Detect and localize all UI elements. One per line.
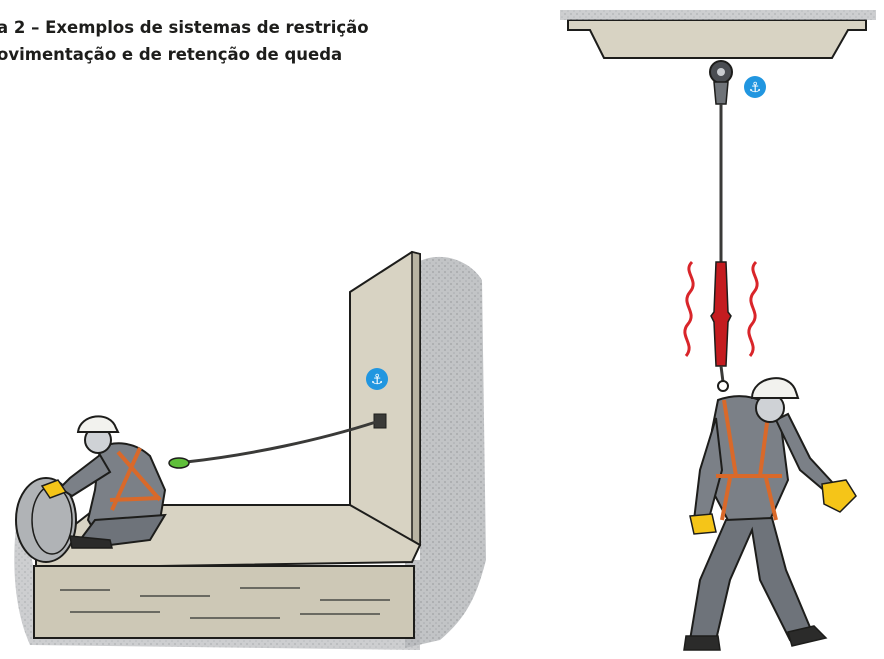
- tension-lines-right: [747, 260, 759, 357]
- worker-glove-right: [821, 479, 857, 513]
- worker-glove: [40, 479, 68, 499]
- vertical-wall: [349, 250, 421, 546]
- worker-boot: [69, 535, 113, 549]
- restraint-scene: ⚓: [14, 250, 486, 650]
- lanyard-absorber: [168, 457, 190, 469]
- kneeling-worker: [40, 415, 167, 549]
- wall-shadow: [405, 256, 486, 648]
- fall-arrest-scene: ⚓: [560, 10, 876, 651]
- worker-glove-left: [689, 513, 717, 535]
- restraint-lanyard: [185, 420, 377, 464]
- anchor-icon: ⚓: [749, 80, 762, 96]
- figure-caption-line-1: a 2 – Exemplos de sistemas de restrição: [0, 18, 369, 37]
- ledge-front: [33, 565, 415, 639]
- cutting-machine: [15, 477, 77, 563]
- figure-caption: a 2 – Exemplos de sistemas de restrição …: [0, 14, 369, 68]
- worker-helmet: [76, 415, 120, 433]
- worker-legs: [688, 516, 814, 642]
- harness-straps: [716, 399, 782, 521]
- worker-boots: [683, 625, 828, 651]
- tension-lines-left: [683, 260, 695, 357]
- ledge-texture: [60, 587, 390, 619]
- anchor-icon: ⚓: [371, 372, 384, 388]
- wall-anchor-badge: ⚓: [366, 368, 388, 390]
- shock-absorber: [710, 261, 732, 367]
- figure-caption-line-2: ovimentação e de retenção de queda: [0, 45, 343, 64]
- ceiling-anchor: [709, 60, 733, 105]
- lanyard-lower: [719, 365, 725, 383]
- wall-side: [411, 251, 421, 547]
- ceiling-shadow: [560, 10, 876, 20]
- worker-helmet: [750, 377, 800, 399]
- ceiling-anchor-badge: ⚓: [744, 76, 766, 98]
- wall-anchor-plate: [373, 413, 387, 429]
- harness-dorsal-ring: [717, 380, 729, 392]
- harness-straps: [109, 447, 162, 511]
- worker-left-arm: [692, 417, 724, 524]
- suspended-worker: [683, 377, 857, 651]
- ceiling-beam: [567, 19, 867, 59]
